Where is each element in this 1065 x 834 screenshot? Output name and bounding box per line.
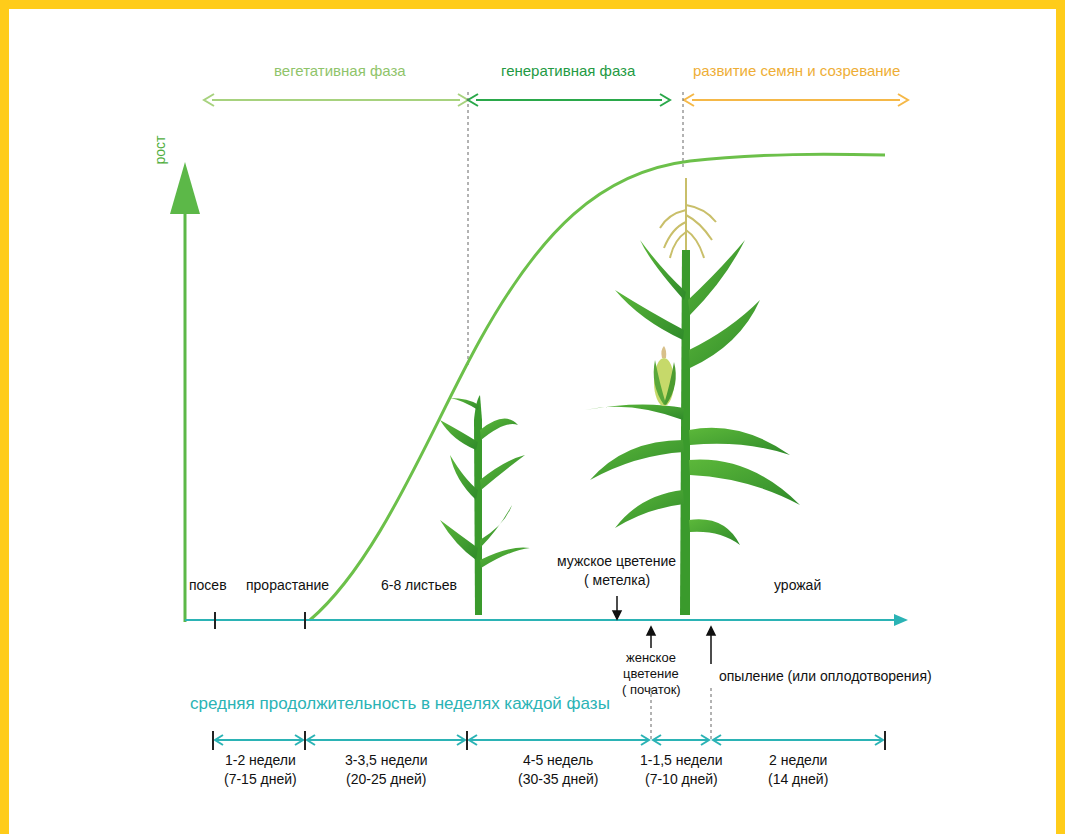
- phase-label: вегетативная фаза: [274, 62, 406, 79]
- axis-caption: средняя продолжительность в неделях кажд…: [190, 694, 610, 714]
- duration-label: 1-2 недели: [225, 752, 296, 768]
- event-label: опыление (или оплодотворения): [719, 668, 932, 684]
- duration-label: (7-15 дней): [224, 771, 297, 787]
- event-label: ( початок): [622, 683, 681, 698]
- stage-label: прорастание: [246, 577, 329, 593]
- duration-label: (14 дней): [768, 771, 828, 787]
- event-label: цветение: [623, 667, 679, 682]
- stage-label: урожай: [774, 577, 821, 593]
- duration-label: (7-10 дней): [645, 771, 718, 787]
- phase-label: генеративная фаза: [501, 62, 635, 79]
- duration-label: 1-1,5 недели: [640, 752, 723, 768]
- event-label: женское: [626, 651, 676, 666]
- event-label: мужское цветение: [557, 553, 676, 569]
- duration-label: 3-3,5 недели: [345, 752, 428, 768]
- duration-label: (30-35 дней): [518, 771, 599, 787]
- duration-label: 2 недели: [769, 752, 827, 768]
- event-label: ( метелка): [584, 572, 650, 588]
- duration-label: 4-5 недель: [523, 752, 593, 768]
- stage-label: 6-8 листьев: [381, 577, 457, 593]
- axis-label: рост: [152, 136, 168, 165]
- stage-label: посев: [189, 577, 227, 593]
- duration-label: (20-25 дней): [346, 771, 427, 787]
- phase-label: развитие семян и созревание: [693, 62, 900, 79]
